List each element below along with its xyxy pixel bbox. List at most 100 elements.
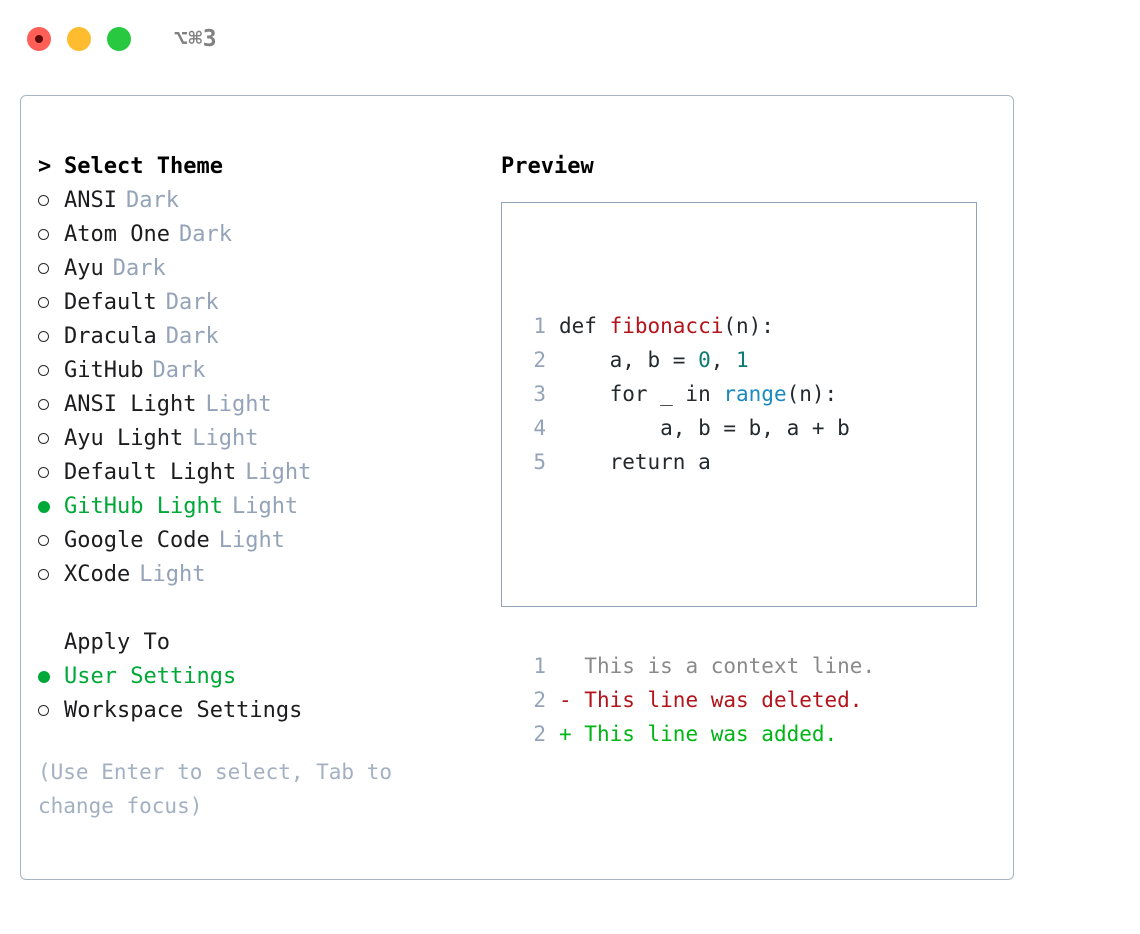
apply-to-item[interactable]: Workspace Settings [38,693,468,727]
theme-list-item[interactable]: Ayu Light Light [38,421,468,455]
code-token-plain: return a [559,450,711,474]
code-line: 2 a, b = 0, 1 [520,343,875,377]
apply-to-name: Workspace Settings [64,697,303,723]
theme-name: Default [64,289,157,315]
apply-to-item[interactable]: User Settings [38,659,468,693]
code-line: 3 for _ in range(n): [520,377,875,411]
radio-glyph [38,535,49,546]
apply-to-title: Apply To [64,629,170,655]
radio-glyph [38,670,50,683]
code-line-text: def fibonacci(n): [559,309,774,343]
theme-mode-badge: Light [205,391,272,417]
diff-line: 2 - This line was deleted. [520,683,875,717]
code-line-text: return a [559,445,711,479]
window-controls [27,27,131,51]
radio-unselected-icon [38,426,64,451]
title-bar: ⌥⌘3 [0,0,1140,78]
apply-to-heading: Apply To [38,625,468,659]
diff-sign: - [559,688,572,712]
theme-name: ANSI Light [64,391,197,417]
code-token-plain: def [559,314,610,338]
code-token-plain: for _ in [559,382,724,406]
code-line: 5 return a [520,445,875,479]
line-number: 1 [533,314,546,338]
code-token-plain: a, b = b, a + b [559,416,850,440]
radio-glyph [38,500,50,513]
theme-name: GitHub [64,357,144,383]
theme-list-item[interactable]: Ayu Dark [38,251,468,285]
radio-glyph [38,467,49,478]
code-line-text: a, b = 0, 1 [559,343,749,377]
code-token-call: range [723,382,787,406]
code-line: 1 def fibonacci(n): [520,309,875,343]
radio-unselected-icon [38,324,64,349]
diff-line: 2 + This line was added. [520,717,875,751]
diff-sign: + [559,722,572,746]
radio-selected-icon [38,494,64,519]
radio-glyph [38,263,49,274]
minimize-button[interactable] [67,27,91,51]
theme-mode-badge: Light [245,459,312,485]
diff-line-number: 2 [533,688,546,712]
theme-list-item[interactable]: Default Dark [38,285,468,319]
theme-list-item[interactable]: Google Code Light [38,523,468,557]
radio-glyph [38,705,49,716]
theme-mode-badge: Light [192,425,259,451]
diff-line: 1 This is a context line. [520,649,875,683]
theme-name: XCode [64,561,131,587]
code-token-plain: a, b = [559,348,699,372]
theme-name: GitHub Light [64,493,223,519]
diff-content: This line was added. [571,722,838,746]
theme-name: Google Code [64,527,210,553]
diff-sample: 1 This is a context line.2- This line wa… [520,649,875,751]
theme-mode-badge: Light [218,527,285,553]
radio-unselected-icon [38,698,64,723]
code-token-num: 0 [698,348,711,372]
close-button[interactable] [27,27,51,51]
radio-unselected-icon [38,188,64,213]
radio-glyph [38,569,49,580]
diff-line-number: 2 [533,722,546,746]
theme-name: Dracula [64,323,157,349]
radio-unselected-icon [38,290,64,315]
select-theme-title: Select Theme [64,153,223,179]
theme-list-item[interactable]: ANSI Light Light [38,387,468,421]
diff-line-text: This is a context line. [559,649,875,683]
theme-name: Ayu Light [64,425,184,451]
theme-name: Ayu [64,255,104,281]
radio-glyph [38,433,49,444]
theme-name: ANSI [64,187,117,213]
diff-line-text: - This line was deleted. [559,683,862,717]
keyboard-hint-text: (Use Enter to select, Tab to change focu… [38,760,393,818]
radio-glyph [38,229,49,240]
line-number: 3 [533,382,546,406]
theme-mode-badge: Dark [178,221,232,247]
radio-unselected-icon [38,562,64,587]
prompt-caret-icon: > [38,153,52,179]
diff-line-number: 1 [533,654,546,678]
theme-mode-badge: Light [139,561,206,587]
maximize-button[interactable] [107,27,131,51]
diff-line-text: + This line was added. [559,717,837,751]
theme-mode-badge: Dark [165,289,219,315]
apply-to-name: User Settings [64,663,237,689]
keyboard-shortcut-label: ⌥⌘3 [174,26,218,52]
code-line: 4 a, b = b, a + b [520,411,875,445]
theme-mode-badge: Dark [112,255,166,281]
radio-glyph [38,297,49,308]
theme-list-item[interactable]: XCode Light [38,557,468,591]
line-number: 2 [533,348,546,372]
